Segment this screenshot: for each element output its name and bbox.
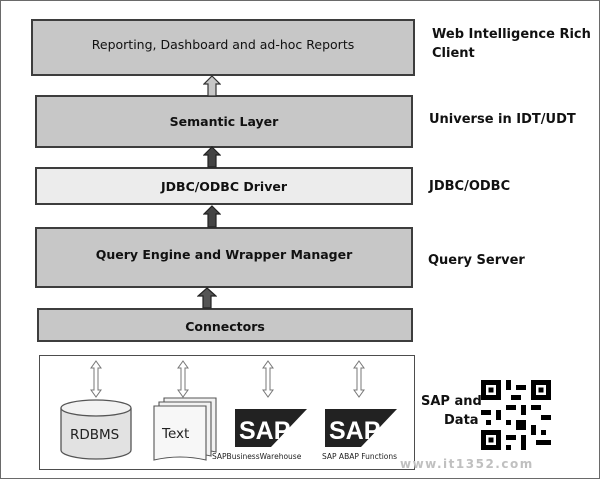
connectors-layer: Connectors [37,308,413,342]
double-arrow-icon [90,360,102,398]
arrow-up-icon [203,75,221,97]
text-label: Text [162,426,190,442]
sap-abap-caption: SAP ABAP Functions [322,452,398,461]
jdbc-odbc-driver-layer: JDBC/ODBC Driver [35,167,413,205]
qr-code-icon [481,380,551,450]
data-sources-box: RDBMS Text SAP SAPBusinessWarehouse SAP … [39,355,415,470]
text-document-icon [153,397,217,461]
jdbc-odbc-driver-label: JDBC/ODBC Driver [161,178,287,194]
watermark-text: www.it1352.com [400,457,534,471]
double-arrow-icon [353,360,365,398]
sap-and-data-line1: SAP and [421,394,482,409]
query-engine-label: Query Engine and Wrapper Manager [95,247,353,262]
database-cylinder-icon [60,399,132,460]
arrow-up-icon [203,205,221,228]
query-engine-layer: Query Engine and Wrapper Manager [35,227,413,288]
sap-and-data-label: SAP and Data [421,392,482,430]
double-arrow-icon [177,360,189,398]
semantic-layer: Semantic Layer [35,95,413,148]
reporting-layer: Reporting, Dashboard and ad-hoc Reports [31,19,415,76]
universe-label: Universe in IDT/UDT [429,112,576,127]
svg-text:SAP: SAP [329,417,380,445]
svg-text:SAP: SAP [239,417,290,445]
connectors-label: Connectors [185,318,265,334]
query-server-label: Query Server [428,253,525,268]
reporting-layer-label: Reporting, Dashboard and ad-hoc Reports [91,37,355,52]
web-intelligence-line2: Client [432,46,475,61]
arrow-up-icon [197,287,217,309]
sap-logo-icon: SAP [325,409,397,447]
semantic-layer-label: Semantic Layer [169,114,279,129]
sap-logo-icon: SAP [235,409,307,447]
arrow-up-icon [203,146,221,168]
sap-and-data-line2: Data [444,413,479,428]
web-intelligence-label: Web Intelligence Rich Client [432,25,591,63]
web-intelligence-line1: Web Intelligence Rich [432,27,591,42]
rdbms-label: RDBMS [70,427,120,443]
double-arrow-icon [262,360,274,398]
jdbc-odbc-label: JDBC/ODBC [429,179,511,194]
sap-bw-caption: SAPBusinessWarehouse [212,452,302,461]
